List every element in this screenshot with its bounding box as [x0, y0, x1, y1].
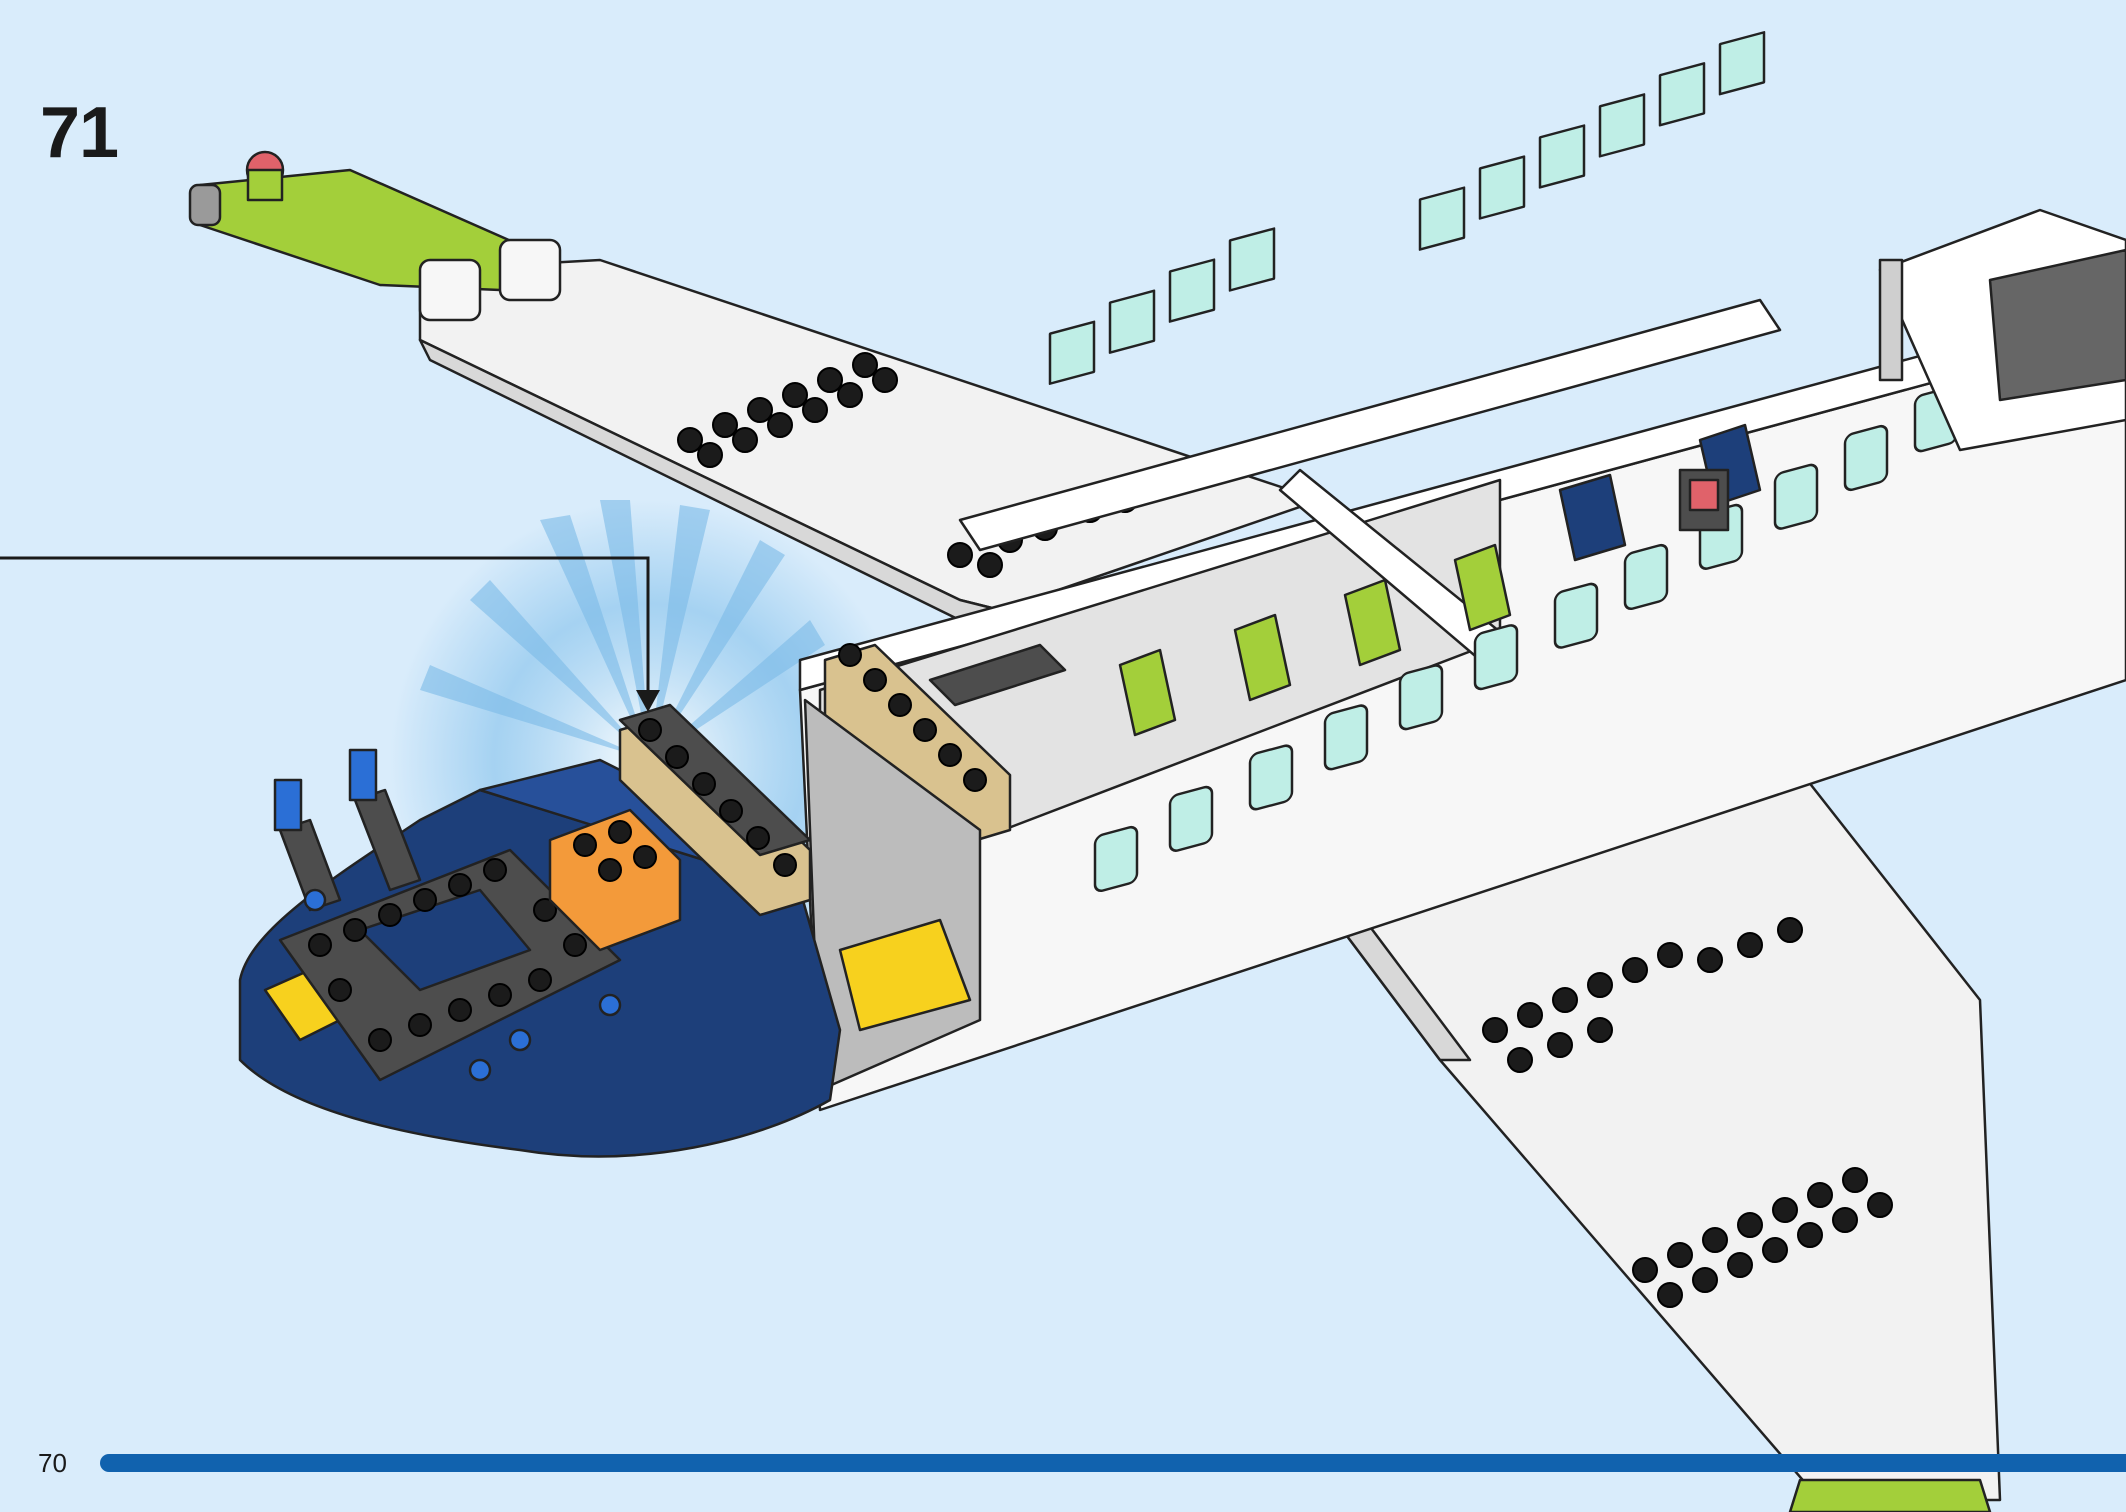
callout-line	[0, 556, 660, 712]
fuselage	[798, 31, 2126, 1112]
step-number: 71	[40, 93, 119, 173]
left-wing	[188, 150, 1322, 632]
arrow-down-icon	[636, 690, 660, 712]
page-number: 70	[38, 1448, 67, 1478]
progress-bar	[100, 1454, 2126, 1472]
new-part-tan-brick	[618, 703, 812, 917]
nose-section	[238, 703, 842, 1158]
right-wing	[1318, 718, 2002, 1512]
